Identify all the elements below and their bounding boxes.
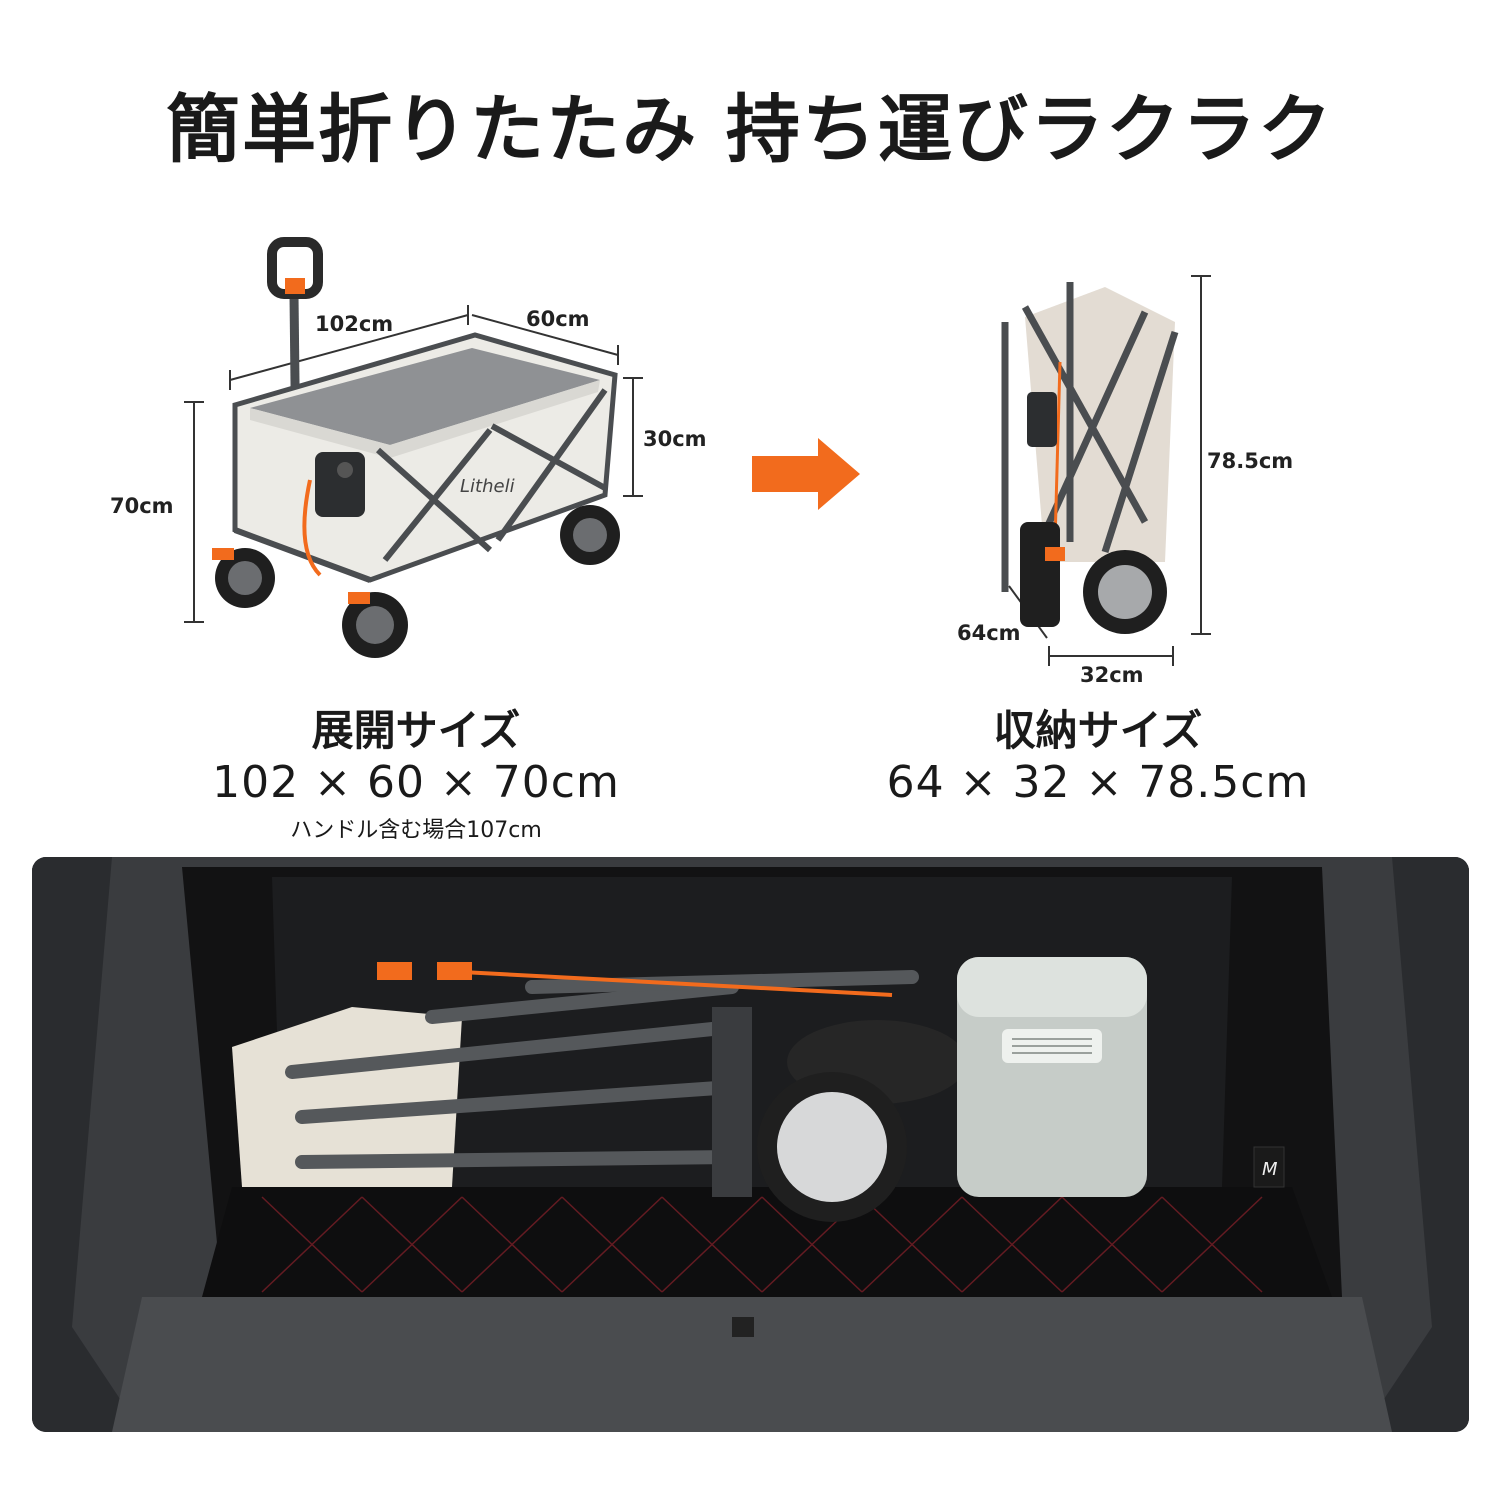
dim-height-label: 70cm: [110, 494, 174, 518]
arrow-right-icon: [752, 438, 860, 510]
dim-length-label: 102cm: [315, 312, 394, 336]
folded-size-title: 収納サイズ: [993, 706, 1203, 755]
expanded-wagon-image: Litheli: [184, 237, 643, 658]
folded-frame: [1001, 282, 1179, 592]
brand-logo: Litheli: [460, 476, 515, 497]
dimension-lines: [184, 305, 643, 623]
dim-width-label: 60cm: [526, 307, 590, 331]
folded-width-label: 32cm: [1080, 663, 1144, 687]
battery-pack: [315, 452, 365, 517]
folded-wagon-in-trunk: [232, 962, 967, 1222]
wagon-wheels: [212, 505, 620, 658]
expanded-size-value: 102 × 60 × 70cm: [212, 757, 620, 808]
power-station: [957, 957, 1147, 1197]
expanded-size-note: ハンドル含む場合107cm: [290, 818, 542, 843]
headline: 簡単折りたたみ 持ち運びラクラク: [166, 87, 1334, 173]
folded-wagon-image: [1001, 275, 1211, 666]
folded-wheels: [1020, 522, 1167, 634]
car-trunk-photo: M: [32, 857, 1469, 1432]
folded-height-label: 78.5cm: [1207, 449, 1294, 473]
frame-braces: [233, 388, 608, 583]
expanded-size-title: 展開サイズ: [311, 706, 521, 755]
folded-depth-label: 64cm: [957, 621, 1021, 645]
dim-depth-label: 30cm: [643, 427, 707, 451]
folded-size-value: 64 × 32 × 78.5cm: [886, 757, 1310, 808]
m-badge: M: [1262, 1159, 1278, 1180]
